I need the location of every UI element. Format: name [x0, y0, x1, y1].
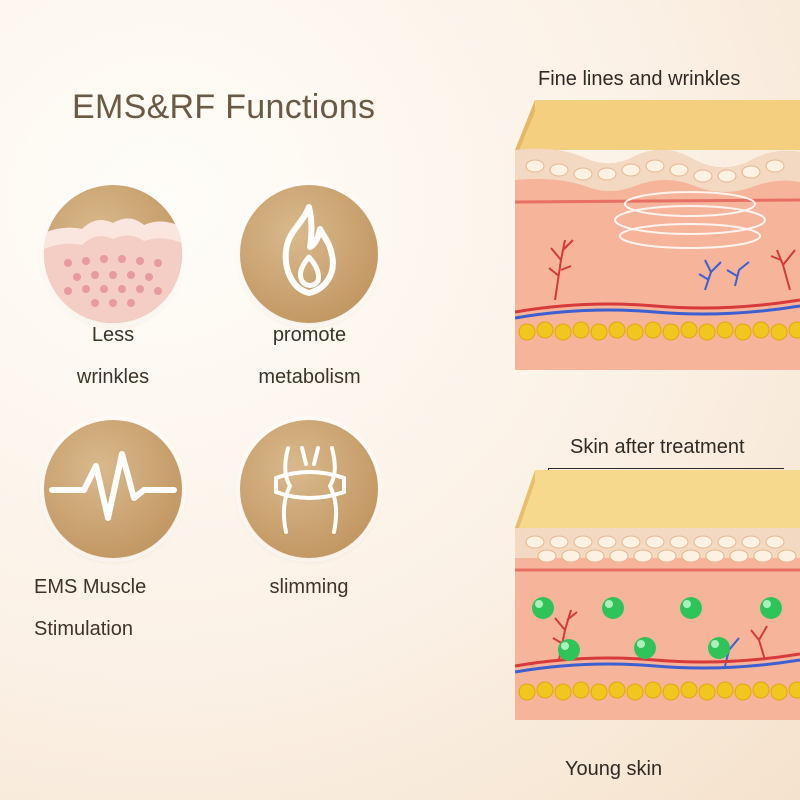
skin-before-illustration	[515, 100, 800, 370]
pulse-wave-icon	[44, 420, 182, 558]
function-label-slimming: slimming	[240, 566, 378, 608]
flame-icon	[240, 185, 378, 323]
function-label-less-wrinkles: Less wrinkles	[44, 314, 182, 398]
label-line: Less	[91, 324, 135, 346]
caption-pointer	[548, 468, 784, 469]
label-line: promote	[272, 324, 347, 346]
page-title: EMS&RF Functions	[72, 88, 376, 126]
label-line: slimming	[269, 576, 349, 598]
before-caption: Fine lines and wrinkles	[538, 68, 741, 90]
young-skin-caption: Young skin	[565, 758, 663, 780]
after-caption: Skin after treatment	[570, 436, 745, 458]
waist-tape-icon	[240, 420, 378, 558]
function-label-ems: EMS Muscle Stimulation	[24, 566, 214, 650]
label-line: metabolism	[258, 366, 361, 388]
skin-after-illustration	[515, 470, 800, 720]
label-line: EMS Muscle	[34, 576, 147, 598]
function-label-promote-metabolism: promote metabolism	[232, 314, 387, 398]
label-line: Stimulation	[34, 618, 133, 640]
skin-layer-icon	[44, 185, 182, 323]
label-line: wrinkles	[76, 366, 150, 388]
